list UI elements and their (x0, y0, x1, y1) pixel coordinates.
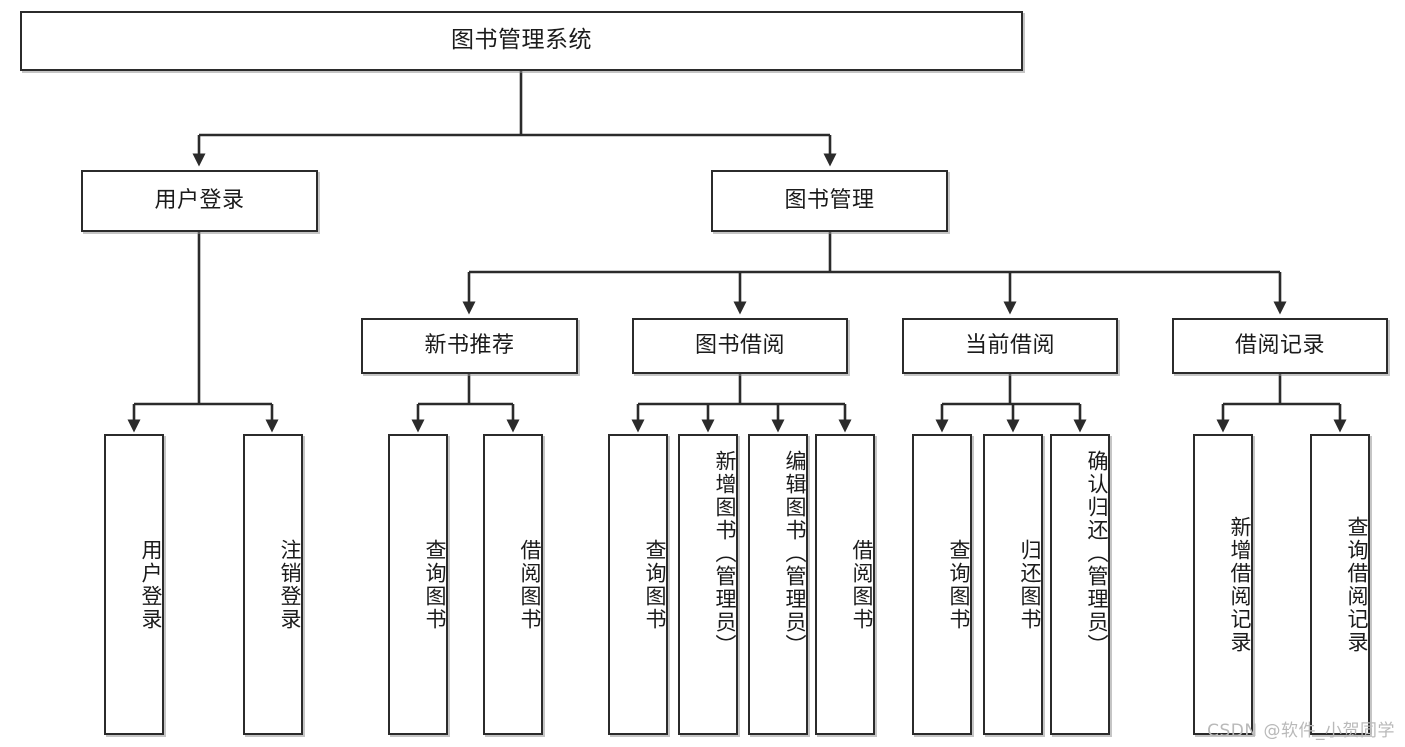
leaf-user-login[interactable]: 用户登录 (104, 434, 164, 735)
leaf-query-book-recommend[interactable]: 查询图书 (388, 434, 448, 735)
leaf-query-book-borrow-label: 查询图书 (643, 538, 667, 631)
node-new-book-recommend-label: 新书推荐 (424, 332, 515, 358)
node-book-management[interactable]: 图书管理 (711, 170, 948, 232)
node-borrow-record[interactable]: 借阅记录 (1172, 318, 1388, 374)
leaf-edit-book-admin[interactable]: 编辑图书（管理员） (748, 434, 808, 735)
node-book-management-label: 图书管理 (784, 187, 875, 213)
node-current-borrow[interactable]: 当前借阅 (902, 318, 1118, 374)
node-book-borrow[interactable]: 图书借阅 (632, 318, 848, 374)
leaf-query-book-current-label: 查询图书 (947, 538, 971, 631)
leaf-return-book[interactable]: 归还图书 (983, 434, 1043, 735)
leaf-borrow-book-recommend[interactable]: 借阅图书 (483, 434, 543, 735)
node-root-label: 图书管理系统 (451, 27, 592, 54)
leaf-query-book-borrow[interactable]: 查询图书 (608, 434, 668, 735)
leaf-borrow-book[interactable]: 借阅图书 (815, 434, 875, 735)
node-user-login[interactable]: 用户登录 (81, 170, 318, 232)
leaf-confirm-return-admin-label: 确认归还（管理员） (1085, 450, 1109, 657)
leaf-add-book-admin[interactable]: 新增图书（管理员） (678, 434, 738, 735)
leaf-user-login-label: 用户登录 (139, 538, 163, 631)
leaf-borrow-book-recommend-label: 借阅图书 (518, 538, 542, 631)
leaf-query-borrow-record[interactable]: 查询借阅记录 (1310, 434, 1370, 735)
node-book-borrow-label: 图书借阅 (694, 332, 785, 358)
csdn-watermark: CSDN @软件_小贺同学 (1207, 721, 1395, 741)
leaf-confirm-return-admin[interactable]: 确认归还（管理员） (1050, 434, 1110, 735)
leaf-borrow-book-label: 借阅图书 (850, 538, 874, 631)
node-root[interactable]: 图书管理系统 (20, 11, 1023, 71)
node-borrow-record-label: 借阅记录 (1234, 332, 1325, 358)
leaf-add-borrow-record-label: 新增借阅记录 (1228, 515, 1252, 654)
node-current-borrow-label: 当前借阅 (964, 332, 1055, 358)
leaf-query-book-current[interactable]: 查询图书 (912, 434, 972, 735)
leaf-add-borrow-record[interactable]: 新增借阅记录 (1193, 434, 1253, 735)
leaf-query-borrow-record-label: 查询借阅记录 (1345, 515, 1369, 654)
leaf-logout-label: 注销登录 (278, 538, 302, 631)
leaf-logout[interactable]: 注销登录 (243, 434, 303, 735)
leaf-return-book-label: 归还图书 (1018, 538, 1042, 631)
leaf-edit-book-admin-label: 编辑图书（管理员） (783, 450, 807, 657)
node-user-login-label: 用户登录 (154, 187, 245, 213)
leaf-add-book-admin-label: 新增图书（管理员） (713, 450, 737, 657)
leaf-query-book-recommend-label: 查询图书 (423, 538, 447, 631)
node-new-book-recommend[interactable]: 新书推荐 (361, 318, 578, 374)
